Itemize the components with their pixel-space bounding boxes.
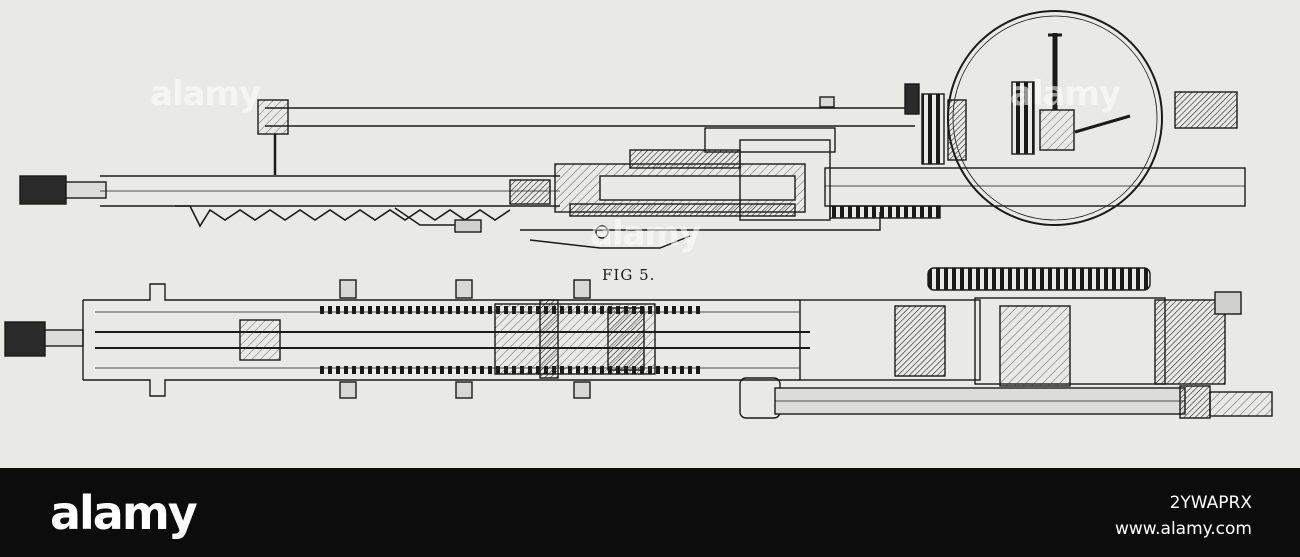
lower-piping bbox=[394, 207, 881, 249]
plan-carriage bbox=[494, 299, 656, 379]
machine-drawing bbox=[4, 10, 1273, 419]
footer-image-info: 2YWAPRX www.alamy.com bbox=[1115, 490, 1252, 542]
plan-gearbox bbox=[799, 291, 1242, 387]
frame-rail bbox=[824, 167, 1246, 207]
plan-lower-pipe bbox=[739, 377, 1273, 419]
watermark: alamy bbox=[150, 74, 261, 114]
upper-feed-rod bbox=[257, 96, 915, 175]
footer-bar: alamy 2YWAPRX www.alamy.com bbox=[0, 468, 1300, 557]
upper-elevation-view bbox=[19, 10, 1246, 249]
watermark: alamy bbox=[590, 214, 701, 254]
engraving-plate: FIG 5. alamy alamy alamy bbox=[0, 0, 1300, 468]
figure-caption: FIG 5. bbox=[602, 266, 656, 284]
watermark: alamy bbox=[1010, 74, 1121, 114]
saw-tooth-rack bbox=[175, 205, 511, 228]
footer-logo: alamy bbox=[50, 486, 198, 540]
headstock-casing bbox=[554, 127, 836, 221]
lower-plan-view bbox=[4, 267, 1273, 419]
plan-bosses bbox=[339, 279, 591, 399]
plan-main-gear bbox=[927, 267, 1151, 291]
gear-train bbox=[829, 81, 1238, 219]
image-id: 2YWAPRX bbox=[1169, 493, 1252, 513]
plan-frame bbox=[82, 283, 800, 397]
plan-nozzle bbox=[4, 321, 84, 357]
plan-shaft bbox=[95, 319, 810, 361]
site-url: www.alamy.com bbox=[1114, 519, 1252, 539]
boring-bar bbox=[19, 175, 560, 207]
